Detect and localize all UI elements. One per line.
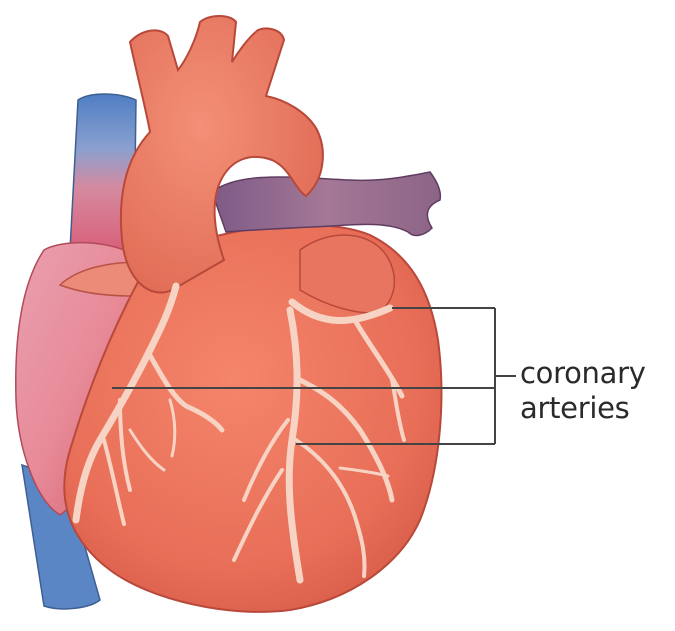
coronary-arteries-label: coronary arteries [520, 356, 670, 426]
label-line-1: coronary [520, 356, 670, 391]
pulmonary-artery [212, 172, 440, 235]
label-line-2: arteries [520, 391, 670, 426]
